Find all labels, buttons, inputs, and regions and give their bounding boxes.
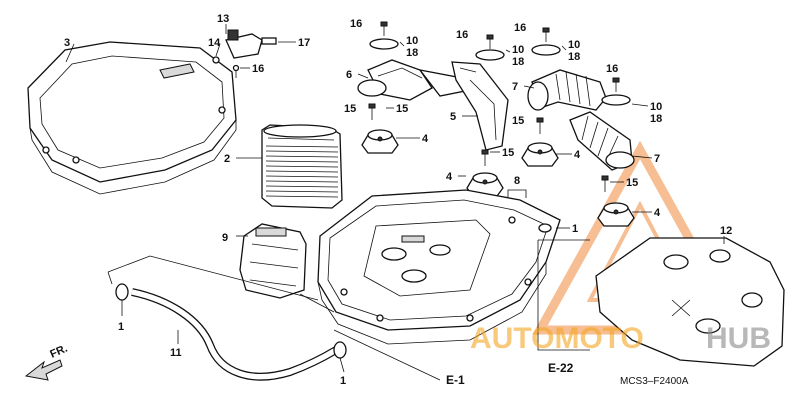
- callout-6: 6: [346, 69, 352, 81]
- intake-duct-7b: [569, 111, 635, 171]
- watermark-text: AUTOMOTO HUB: [470, 322, 771, 355]
- svg-text:HUB: HUB: [706, 322, 771, 355]
- callout-3: 3: [64, 37, 70, 49]
- callout-1-a: 1: [572, 223, 578, 235]
- callout-13: 13: [217, 13, 229, 25]
- air-filter-element: [261, 124, 343, 209]
- ref-e22: E-22: [548, 361, 574, 375]
- callout-18-b: 18: [512, 56, 524, 68]
- callout-16-d: 16: [514, 22, 526, 34]
- callout-10-a: 10: [406, 35, 418, 47]
- callout-14: 14: [208, 37, 221, 49]
- callout-18-d: 18: [650, 113, 662, 125]
- callout-4-a: 4: [422, 133, 429, 145]
- callout-18-a: 18: [406, 47, 418, 59]
- callout-4-d: 4: [654, 207, 661, 219]
- callout-labels: 3 2 9 13 14 17 16 16 16 16 16 10 18 10 1…: [64, 13, 732, 387]
- callout-2: 2: [224, 153, 230, 165]
- drain-hose-11: [115, 223, 552, 381]
- leader-lines: [65, 24, 725, 373]
- callout-10-c: 10: [568, 39, 580, 51]
- callout-4-b: 4: [574, 149, 581, 161]
- air-cleaner-case: [317, 189, 561, 345]
- callout-10-b: 10: [512, 44, 524, 56]
- callout-16-a: 16: [252, 63, 264, 75]
- resonator-9: [239, 223, 307, 299]
- callout-16-b: 16: [350, 18, 362, 30]
- callout-16-c: 16: [456, 29, 468, 41]
- callout-16-e: 16: [606, 63, 618, 75]
- reference-labels: E-1 E-22 FR. MCS3–F2400A: [48, 343, 688, 387]
- callout-7-a: 7: [512, 81, 518, 93]
- callout-15-e: 15: [344, 103, 356, 115]
- callout-10-d: 10: [650, 101, 662, 113]
- callout-17: 17: [298, 37, 310, 49]
- callout-5: 5: [450, 111, 456, 123]
- callout-18-c: 18: [568, 51, 580, 63]
- plate-12: [595, 237, 785, 367]
- callout-1-b: 1: [118, 321, 124, 333]
- bolts-and-clamps: [368, 21, 631, 192]
- intake-sensor: [212, 29, 277, 78]
- callout-15-b: 15: [512, 115, 524, 127]
- callout-15-d: 15: [626, 177, 638, 189]
- callout-15-c: 15: [502, 147, 514, 159]
- guide-lines: [107, 189, 590, 381]
- intake-funnel-6: [357, 59, 472, 101]
- callout-15-a: 15: [396, 103, 408, 115]
- callout-8: 8: [514, 175, 520, 187]
- callout-7-b: 7: [654, 153, 660, 165]
- front-direction-arrow: [24, 359, 63, 381]
- diagram-code: MCS3–F2400A: [620, 376, 689, 387]
- callout-1-c: 1: [340, 375, 346, 387]
- intake-funnel-5: [451, 61, 509, 151]
- callout-4-c: 4: [446, 171, 453, 183]
- callout-11: 11: [170, 347, 182, 359]
- front-label: FR.: [48, 343, 69, 361]
- callout-12: 12: [720, 225, 732, 237]
- air-cleaner-cover: [27, 41, 237, 195]
- ref-e1: E-1: [446, 373, 465, 387]
- svg-text:AUTOMOTO: AUTOMOTO: [470, 322, 644, 355]
- intake-duct-7a: [527, 69, 607, 111]
- callout-9: 9: [222, 232, 228, 244]
